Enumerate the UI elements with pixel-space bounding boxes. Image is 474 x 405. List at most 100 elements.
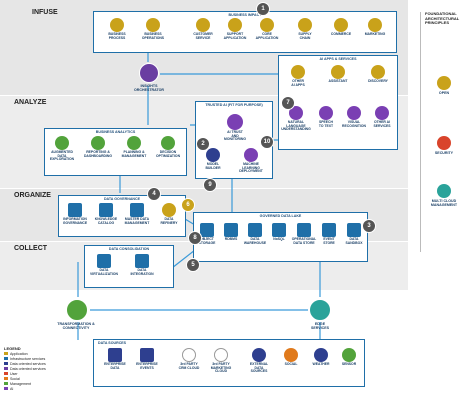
- edge-icon[interactable]: [309, 299, 331, 321]
- item-other-ai-services[interactable]: OTHER AI SERVICES: [367, 106, 397, 128]
- data-sources-box: DATA SOURCES ENTERPRISE DATA ENTERPRISE …: [93, 339, 365, 387]
- item-label: INFORMATION GOVERNANCE: [62, 217, 88, 225]
- data-governance-box: DATA GOVERNANCE INFORMATION GOVERNANCE K…: [58, 195, 186, 237]
- item-rdbms[interactable]: RDBMS: [216, 223, 246, 242]
- item-label: KNOWLEDGE CATALOG: [94, 217, 118, 225]
- trust-icon: [227, 114, 243, 130]
- item-business-operations[interactable]: BUSINESS OPERATIONS: [138, 18, 168, 40]
- item-sandbox[interactable]: DATA SANDBOX: [339, 223, 369, 245]
- item-info-governance[interactable]: INFORMATION GOVERNANCE: [60, 203, 90, 225]
- transformation-label: TRANSFORMATION & CONNECTIVITY: [57, 322, 95, 330]
- badge-3: 3: [362, 219, 376, 233]
- item-label: NoSQL: [273, 237, 285, 241]
- item-label: DATA SANDBOX: [345, 237, 363, 245]
- item-nosql[interactable]: NoSQL: [264, 223, 294, 242]
- orchestrator-label: INSIGHTS ORCHESTRATOR: [133, 84, 164, 92]
- item-integration[interactable]: DATA INTEGRATION: [127, 254, 157, 276]
- foundational-panel: FOUNDATIONAL ARCHITECTURAL PRINCIPLES OP…: [420, 11, 471, 252]
- item-customer-service[interactable]: CUSTOMER SERVICE: [188, 18, 218, 40]
- speech-icon: [319, 106, 333, 120]
- legend-item: AI: [4, 386, 94, 391]
- ai-services-icon: [375, 106, 389, 120]
- item-ml-deployment[interactable]: MACHINE LEARNING DEPLOYMENT: [236, 148, 266, 174]
- item-label: ENTERPRISE DATA: [104, 362, 126, 370]
- item-augmented-exploration[interactable]: AUGMENTED DATA EXPLORATION: [47, 136, 77, 162]
- item-speech[interactable]: SPEECH TO TEXT: [311, 106, 341, 128]
- item-event-store[interactable]: EVENT STORE: [314, 223, 344, 245]
- item-ods[interactable]: OPERATIONAL DATA STORE: [289, 223, 319, 245]
- badge-8: 8: [188, 231, 202, 245]
- layer-label-infuse: INFUSE: [32, 9, 58, 16]
- item-enterprise-data[interactable]: ENTERPRISE DATA: [100, 348, 130, 370]
- nlu-icon: [289, 106, 303, 120]
- item-sensor[interactable]: SENSOR: [334, 348, 364, 367]
- legend-title: LEGEND: [4, 346, 21, 351]
- badge-7: 7: [281, 96, 295, 110]
- item-business-process[interactable]: BUSINESS PROCESS: [102, 18, 132, 40]
- legend-swatch: [4, 372, 8, 375]
- legend-item: Data oriented services: [4, 361, 94, 366]
- item-visual[interactable]: VISUAL RECOGNITION: [339, 106, 369, 128]
- item-support-application[interactable]: SUPPORT APPLICATION: [220, 18, 250, 40]
- item-label: MACHINE LEARNING DEPLOYMENT: [239, 162, 263, 174]
- nosql-icon: [272, 223, 286, 237]
- principle-multicloud[interactable]: MULTI CLOUD MANAGEMENT: [421, 184, 467, 207]
- item-supply-chain[interactable]: SUPPLY CHAIN: [290, 18, 320, 40]
- item-reporting[interactable]: REPORTING & DASHBOARDING: [83, 136, 113, 158]
- item-data-refinery[interactable]: DATA REFINERY: [154, 203, 184, 225]
- support-app-icon: [228, 18, 242, 32]
- visual-icon: [347, 106, 361, 120]
- principle-open[interactable]: OPEN: [421, 76, 467, 95]
- item-label: DATA WAREHOUSE: [243, 237, 267, 245]
- item-nlu[interactable]: NATURAL LANGUAGE UNDERSTANDING: [281, 106, 311, 132]
- item-planning[interactable]: PLANNING & MANAGEMENT: [119, 136, 149, 158]
- legend-swatch: [4, 362, 8, 365]
- rdbms-icon: [224, 223, 238, 237]
- item-model-builder[interactable]: MODEL BUILDER: [198, 148, 228, 170]
- item-marketing[interactable]: MARKETING: [360, 18, 390, 37]
- trusted-ai-title: TRUSTED AI (FIT FOR PURPOSE): [205, 103, 263, 107]
- item-label: OTHER AI SERVICES: [373, 120, 391, 128]
- assistant-icon: [331, 65, 345, 79]
- cloud-icon: [182, 348, 196, 362]
- model-builder-icon: [206, 148, 220, 162]
- principle-security[interactable]: SECURITY: [421, 136, 467, 155]
- layer-label-analyze: ANALYZE: [14, 99, 47, 106]
- item-external-data[interactable]: EXTERNAL DATA SOURCES: [244, 348, 274, 374]
- item-knowledge-catalog[interactable]: KNOWLEDGE CATALOG: [91, 203, 121, 225]
- item-weather[interactable]: WEATHER: [306, 348, 336, 367]
- item-virtualization[interactable]: DATA VIRTUALIZATION: [89, 254, 119, 276]
- multicloud-icon: [437, 184, 451, 198]
- item-enterprise-events[interactable]: ENTERPRISE EVENTS: [132, 348, 162, 370]
- item-object-storage[interactable]: OBJECT STORAGE: [192, 223, 222, 245]
- item-marketing-cloud[interactable]: 3rd PARTY MARKETING CLOUD: [206, 348, 236, 374]
- item-ai-trust[interactable]: AI TRUST AND MONITORING: [220, 114, 250, 142]
- item-label: BUSINESS OPERATIONS: [141, 32, 165, 40]
- item-social[interactable]: SOCIAL: [276, 348, 306, 367]
- item-label: OTHER AI APPS: [291, 79, 305, 87]
- warehouse-icon: [248, 223, 262, 237]
- item-warehouse[interactable]: DATA WAREHOUSE: [240, 223, 270, 245]
- item-label: NATURAL LANGUAGE UNDERSTANDING: [281, 120, 311, 132]
- mdm-icon: [130, 203, 144, 217]
- item-commerce[interactable]: COMMERCE: [326, 18, 356, 37]
- item-discovery[interactable]: DISCOVERY: [363, 65, 393, 84]
- item-other-ai-apps[interactable]: OTHER AI APPS: [283, 65, 313, 87]
- item-assistant[interactable]: ASSISTANT: [323, 65, 353, 84]
- layer-label-organize: ORGANIZE: [14, 192, 51, 199]
- item-core-application[interactable]: CORE APPLICATION: [252, 18, 282, 40]
- item-decision[interactable]: DECISION OPTIMIZATION: [153, 136, 183, 158]
- item-mdm[interactable]: MASTER DATA MANAGEMENT: [122, 203, 152, 225]
- data-consolidation-title: DATA CONSOLIDATION: [108, 247, 150, 251]
- item-crm-cloud[interactable]: 3rd PARTY CRM CLOUD: [174, 348, 204, 370]
- item-label: CUSTOMER SERVICE: [193, 32, 213, 40]
- legend: LEGEND Application Infrastructure servic…: [4, 346, 94, 391]
- ai-apps-icon: [291, 65, 305, 79]
- transformation-icon[interactable]: [66, 299, 88, 321]
- orchestrator-icon[interactable]: [139, 63, 159, 83]
- planning-icon: [127, 136, 141, 150]
- item-label: PLANNING & MANAGEMENT: [121, 150, 147, 158]
- item-label: SUPPLY CHAIN: [298, 32, 312, 40]
- data-lake-title: GOVERNED DATA LAKE: [259, 214, 302, 218]
- integration-icon: [135, 254, 149, 268]
